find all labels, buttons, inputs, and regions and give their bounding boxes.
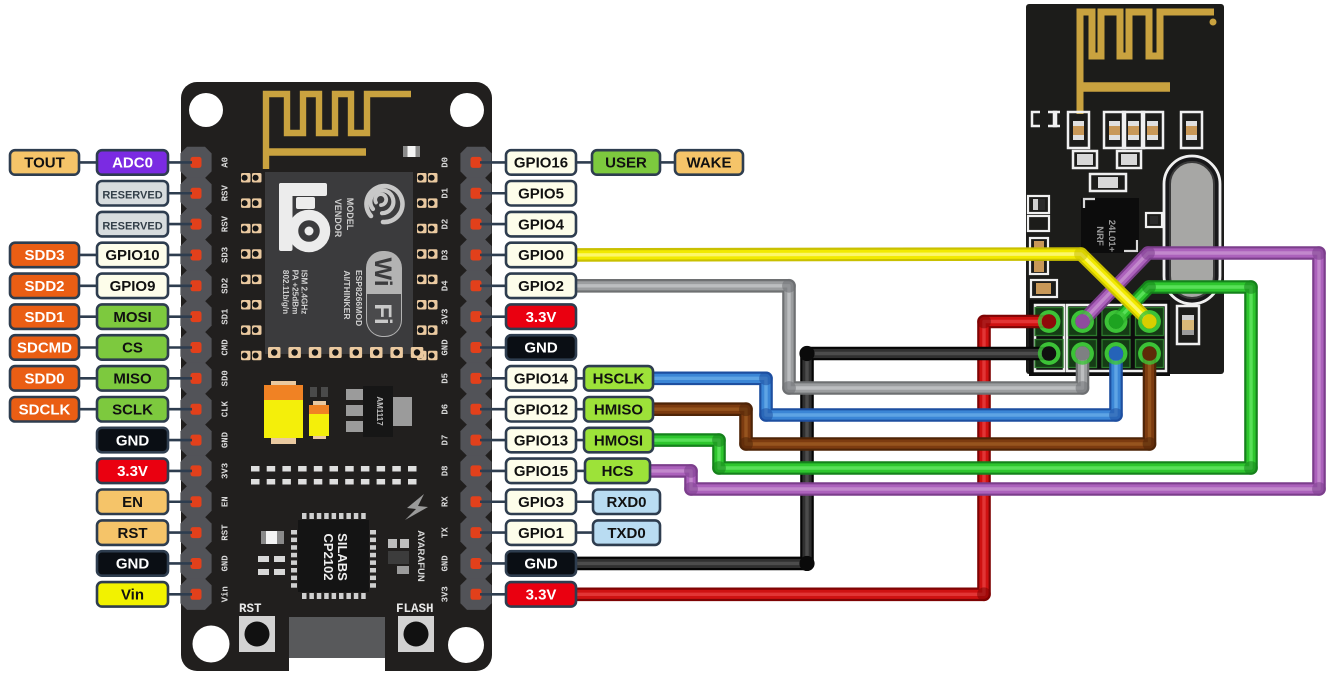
svg-text:D4: D4 [441,280,451,291]
svg-text:AI/THINKER: AI/THINKER [342,270,352,320]
svg-text:3V3: 3V3 [441,309,451,325]
svg-text:MOSI: MOSI [113,309,151,326]
svg-text:HMISO: HMISO [594,401,644,418]
svg-text:GND: GND [221,431,231,448]
svg-text:D2: D2 [441,219,451,230]
svg-text:SCLK: SCLK [112,401,153,418]
svg-text:D1: D1 [441,187,451,198]
svg-text:D5: D5 [441,373,451,384]
svg-text:HCS: HCS [602,463,634,480]
svg-text:3V3: 3V3 [221,463,231,479]
svg-text:TX: TX [441,527,451,538]
svg-text:FLASH: FLASH [396,602,434,616]
svg-text:HMOSI: HMOSI [594,432,643,449]
svg-text:CLK: CLK [221,400,231,417]
svg-text:SD2: SD2 [221,278,231,294]
svg-text:AM1117: AM1117 [375,396,384,426]
svg-text:GPIO3: GPIO3 [518,494,564,511]
svg-text:D8: D8 [441,465,451,476]
svg-text:RSV: RSV [221,215,231,232]
svg-text:SD0: SD0 [221,370,231,386]
svg-text:WAKE: WAKE [687,155,732,172]
svg-text:MODEL: MODEL [345,198,355,231]
svg-text:GND: GND [116,432,150,449]
svg-text:3.3V: 3.3V [117,463,148,480]
svg-text:MISO: MISO [113,371,152,388]
svg-text:SDD2: SDD2 [24,278,64,295]
svg-text:SDD3: SDD3 [24,247,64,264]
svg-text:24L01+: 24L01+ [1106,220,1117,253]
svg-text:RST: RST [239,602,262,616]
svg-text:AYARAFUN: AYARAFUN [415,530,426,582]
svg-text:CP2102: CP2102 [321,534,336,581]
svg-text:D3: D3 [441,250,451,261]
svg-text:GPIO16: GPIO16 [514,155,568,172]
svg-text:3V3: 3V3 [441,586,451,602]
svg-text:GPIO0: GPIO0 [518,247,564,264]
svg-text:PA +25dBm: PA +25dBm [291,270,300,315]
svg-text:RST: RST [221,524,231,541]
svg-text:D6: D6 [441,404,451,415]
svg-text:ADC0: ADC0 [112,155,153,172]
svg-text:RX: RX [441,496,451,507]
svg-text:GPIO15: GPIO15 [514,463,568,480]
svg-text:SDD0: SDD0 [24,371,64,388]
svg-text:SILABS: SILABS [335,533,350,581]
svg-text:GPIO10: GPIO10 [105,247,159,264]
svg-text:GND: GND [116,556,150,573]
svg-text:SD1: SD1 [221,308,231,325]
svg-text:NRF: NRF [1094,226,1105,246]
svg-text:GPIO12: GPIO12 [514,401,568,418]
svg-text:Vin: Vin [221,586,231,602]
svg-text:GND: GND [524,340,558,357]
svg-text:RESERVED: RESERVED [102,220,162,232]
svg-text:SDCMD: SDCMD [17,340,72,357]
svg-text:GND: GND [441,339,451,356]
svg-text:GPIO4: GPIO4 [518,216,565,233]
svg-text:GND: GND [221,555,231,572]
svg-text:D0: D0 [441,157,451,168]
svg-text:GPIO2: GPIO2 [518,278,564,295]
svg-text:RSV: RSV [221,185,231,202]
svg-text:GPIO13: GPIO13 [514,432,568,449]
svg-text:GND: GND [441,555,451,572]
svg-text:GND: GND [524,556,558,573]
svg-text:SDCLK: SDCLK [19,401,71,418]
svg-text:TOUT: TOUT [24,155,65,172]
svg-text:RXD0: RXD0 [606,494,646,511]
svg-text:Vin: Vin [121,587,144,604]
svg-text:GPIO9: GPIO9 [110,278,156,295]
svg-text:HSCLK: HSCLK [593,371,645,388]
svg-text:GPIO14: GPIO14 [514,371,569,388]
svg-text:TXD0: TXD0 [607,525,645,542]
svg-text:EN: EN [221,496,231,507]
svg-text:RST: RST [118,525,148,542]
svg-text:CS: CS [122,340,143,357]
svg-text:EN: EN [122,494,143,511]
svg-text:CMD: CMD [221,339,231,356]
svg-text:USER: USER [605,155,647,172]
svg-text:ISM 2.4GHz: ISM 2.4GHz [300,270,309,315]
svg-text:GPIO1: GPIO1 [518,525,564,542]
svg-text:A0: A0 [221,157,231,168]
svg-text:D7: D7 [441,435,451,446]
svg-text:SDD1: SDD1 [24,309,64,326]
svg-text:VENDOR: VENDOR [333,199,343,238]
svg-text:RESERVED: RESERVED [102,189,162,201]
svg-text:GPIO5: GPIO5 [518,185,564,202]
svg-text:ESP8266MOD: ESP8266MOD [354,270,364,326]
svg-text:3.3V: 3.3V [526,309,557,326]
svg-text:SD3: SD3 [221,247,231,263]
svg-text:Fi: Fi [369,303,396,324]
svg-text:3.3V: 3.3V [526,587,557,604]
svg-text:802.11b/g/n: 802.11b/g/n [281,270,290,314]
svg-text:Wi: Wi [369,257,396,286]
